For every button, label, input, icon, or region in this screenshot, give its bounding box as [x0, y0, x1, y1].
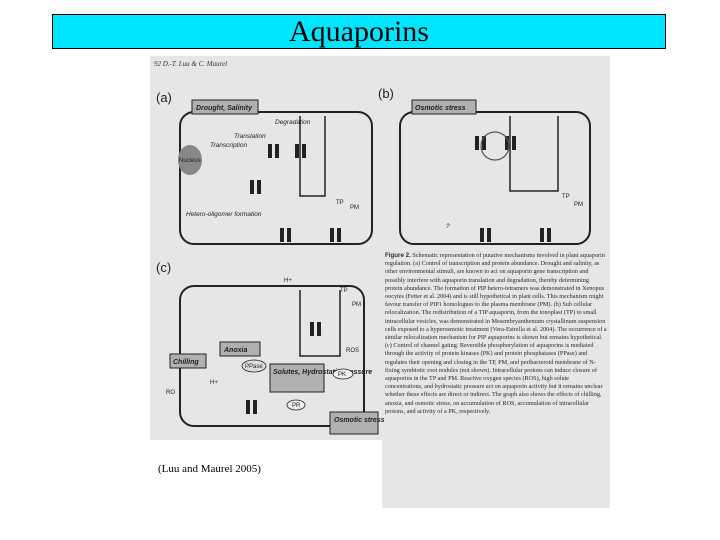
pr-label: PR — [292, 403, 301, 409]
nucleus-shape — [178, 145, 202, 175]
degradation-label: Degradation — [275, 119, 311, 126]
chilling-label: Chilling — [173, 359, 199, 366]
anoxia-label: Anoxia — [223, 347, 247, 354]
figure-diagram: Drought, Salinity Nucleus Degradation Tr… — [166, 99, 591, 435]
ppase-shape — [241, 359, 267, 373]
scanned-figure — [150, 56, 610, 508]
panel-c-vacuole — [299, 290, 341, 357]
panel-a-cell — [179, 111, 373, 245]
solutes-box — [269, 363, 325, 393]
pr-shape — [286, 399, 306, 411]
ros-label-upper: ROS — [346, 348, 359, 354]
question-label: ? — [446, 223, 450, 230]
panel-b-pm-label: PM — [574, 202, 583, 208]
panel-a-channels — [250, 144, 341, 242]
panel-c-channels — [246, 322, 321, 414]
osmotic-stress-c-box — [329, 411, 379, 435]
osmotic-box — [411, 99, 477, 115]
scan-blank-area — [150, 440, 382, 508]
panel-b-label: (b) — [378, 86, 394, 101]
drought-box — [191, 99, 259, 115]
translation-label: Translation — [234, 133, 266, 140]
drought-label: Drought, Salinity — [196, 105, 253, 112]
citation: (Luu and Maurel 2005) — [158, 463, 261, 475]
pk-shape — [332, 368, 354, 380]
panel-a-label: (a) — [156, 90, 172, 105]
osmotic-label: Osmotic stress — [415, 105, 466, 112]
panel-b-vesicle — [480, 131, 510, 161]
panel-b-tp-label: TP — [562, 194, 570, 200]
pk-label: PK — [338, 372, 346, 378]
nucleus-label: Nucleus — [179, 158, 201, 164]
transcription-label: Transcription — [210, 142, 247, 149]
caption-lead: Figure 2. — [385, 252, 411, 259]
panel-b-vacuole — [509, 116, 559, 192]
panel-c-tp-label: TP — [340, 288, 348, 294]
panel-a-vacuole — [299, 116, 326, 197]
slide-title: Aquaporins — [289, 14, 429, 48]
ppase-label: PPase — [245, 364, 263, 370]
page-header: 92 D.-T. Luu & C. Maurel — [154, 60, 228, 68]
hetero-oligomer-label: Hetero-oligomer formation — [186, 211, 262, 218]
chilling-box — [169, 353, 207, 369]
solutes-label: Solutes, Hydrostatic pressure — [273, 369, 372, 376]
panel-c-h2-label: H+ — [210, 380, 218, 386]
caption-body: Schematic representation of putative mec… — [385, 252, 607, 415]
figure-caption: Figure 2. Schematic representation of pu… — [385, 252, 607, 416]
ro-label: RO — [166, 390, 175, 396]
panel-b-channels — [475, 136, 551, 242]
panel-a-tp-label: TP — [336, 200, 344, 206]
slide-title-bar: Aquaporins — [52, 14, 666, 49]
osmotic-stress-c-label: Osmotic stress — [334, 417, 385, 424]
panel-a-pm-label: PM — [350, 205, 359, 211]
panel-c-label: (c) — [156, 260, 172, 275]
panel-c-pm-label: PM — [352, 302, 361, 308]
panel-b-cell — [399, 111, 591, 245]
panel-c-h-label: H+ — [284, 278, 292, 284]
anoxia-box — [219, 341, 261, 357]
